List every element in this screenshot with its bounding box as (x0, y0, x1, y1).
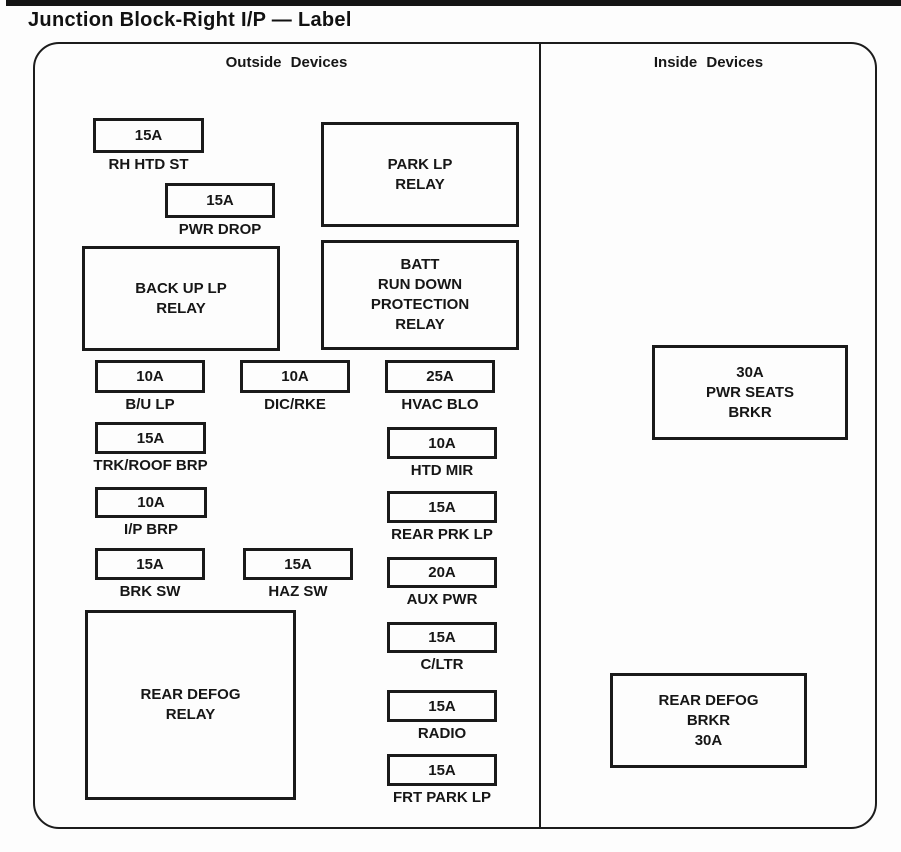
fuse-label: I/P BRP (124, 521, 178, 538)
fuse-amp: 15A (95, 548, 205, 580)
fuse-label: HAZ SW (268, 583, 328, 600)
fuse-htd-mir: 10A HTD MIR (387, 427, 497, 479)
rear-defog-relay: REAR DEFOG RELAY (85, 610, 296, 800)
section-divider (539, 42, 541, 829)
fuse-label: RADIO (417, 725, 467, 742)
page-title: Junction Block-Right I/P — Label (28, 9, 352, 31)
fuse-bu-lp: 10A B/U LP (95, 360, 205, 413)
pwr-seats-breaker: 30A PWR SEATS BRKR (652, 345, 848, 440)
fuse-label: PWR DROP (178, 221, 262, 238)
fuse-label: C/LTR (420, 656, 464, 673)
fuse-amp: 10A (95, 360, 205, 393)
fuse-label: RH HTD ST (108, 156, 189, 173)
fuse-label: REAR PRK LP (391, 526, 493, 543)
fuse-label: B/U LP (125, 396, 175, 413)
fuse-rh-htd-st: 15A RH HTD ST (93, 118, 204, 173)
fuse-amp: 15A (165, 183, 275, 218)
inside-devices-header: Inside Devices (653, 54, 764, 71)
fuse-amp: 15A (95, 422, 206, 454)
fuse-amp: 15A (387, 690, 497, 722)
fuse-amp: 15A (387, 622, 497, 653)
fuse-frt-park-lp: 15A FRT PARK LP (387, 754, 497, 806)
fuse-brk-sw: 15A BRK SW (95, 548, 205, 600)
fuse-ip-brp: 10A I/P BRP (95, 487, 207, 538)
fuse-amp: 10A (387, 427, 497, 459)
fuse-label: TRK/ROOF BRP (93, 457, 208, 474)
fuse-label: AUX PWR (406, 591, 478, 608)
fuse-cltr: 15A C/LTR (387, 622, 497, 673)
fuse-amp: 25A (385, 360, 495, 393)
fuse-radio: 15A RADIO (387, 690, 497, 742)
top-border-bar (6, 0, 901, 6)
fuse-amp: 20A (387, 557, 497, 588)
outside-devices-header: Outside Devices (225, 54, 348, 71)
batt-run-down-protection-relay: BATT RUN DOWN PROTECTION RELAY (321, 240, 519, 350)
fuse-label: FRT PARK LP (392, 789, 492, 806)
fuse-label: HVAC BLO (401, 396, 479, 413)
fuse-amp: 15A (93, 118, 204, 153)
fuse-pwr-drop: 15A PWR DROP (165, 183, 275, 238)
fuse-trk-roof-brp: 15A TRK/ROOF BRP (93, 422, 208, 474)
fuse-amp: 15A (387, 491, 497, 523)
fuse-dic-rke: 10A DIC/RKE (240, 360, 350, 413)
fuse-haz-sw: 15A HAZ SW (243, 548, 353, 600)
fuse-label: DIC/RKE (264, 396, 326, 413)
junction-block-panel (33, 42, 877, 829)
fuse-label: HTD MIR (410, 462, 474, 479)
rear-defog-breaker: REAR DEFOG BRKR 30A (610, 673, 807, 768)
fuse-rear-prk-lp: 15A REAR PRK LP (387, 491, 497, 543)
fuse-hvac-blo: 25A HVAC BLO (385, 360, 495, 413)
back-up-lp-relay: BACK UP LP RELAY (82, 246, 280, 351)
fuse-amp: 10A (240, 360, 350, 393)
fuse-amp: 15A (243, 548, 353, 580)
fuse-amp: 10A (95, 487, 207, 518)
park-lp-relay: PARK LP RELAY (321, 122, 519, 227)
fuse-label: BRK SW (119, 583, 181, 600)
fuse-amp: 15A (387, 754, 497, 786)
fuse-aux-pwr: 20A AUX PWR (387, 557, 497, 608)
